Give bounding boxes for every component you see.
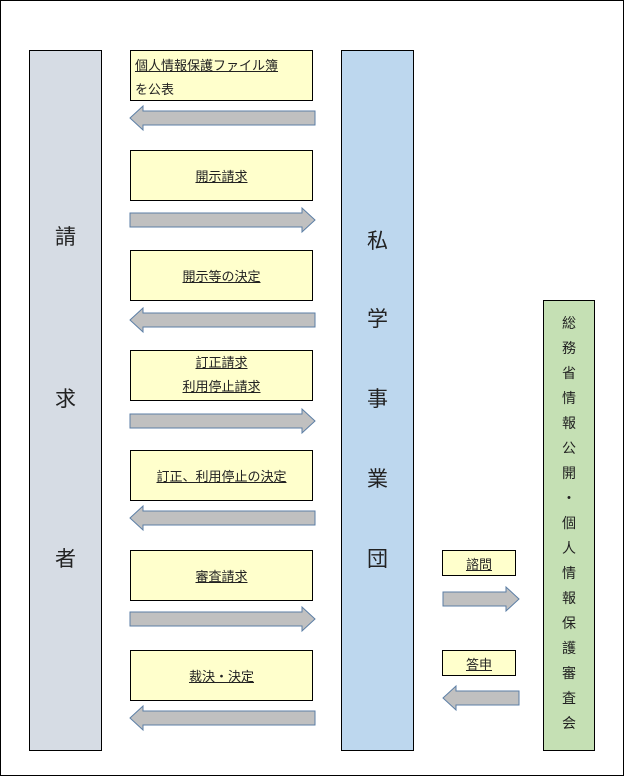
review-board-char: 会 — [562, 716, 576, 732]
arrow-left — [129, 704, 316, 732]
review-board-char: 個 — [562, 516, 576, 532]
review-board-char: 査 — [562, 691, 576, 707]
review-board-char: 審 — [562, 666, 576, 682]
review-board-char: ・ — [562, 491, 576, 507]
review-board-char: 報 — [562, 416, 576, 432]
review-board-char: 情 — [562, 566, 576, 582]
step-label: 裁決・決定 — [188, 670, 254, 685]
step-label: 個人情報保護ファイル簿 — [135, 59, 279, 74]
requester-char: 求 — [55, 387, 76, 411]
arrow-right — [129, 206, 316, 234]
review-board-char: 務 — [562, 341, 576, 357]
step-label: 利用停止請求 — [182, 379, 261, 395]
step-box-ruling: 裁決・決定 — [130, 650, 313, 701]
review-board-char: 護 — [562, 641, 576, 657]
step-box-correction-request: 訂正請求 利用停止請求 — [130, 350, 313, 401]
arrow-right — [442, 585, 520, 613]
step-label: 審査請求 — [195, 570, 248, 585]
arrow-left — [129, 306, 316, 334]
step-box-review-request: 審査請求 — [130, 550, 313, 601]
review-board-char: 省 — [562, 366, 576, 382]
board-step-label: 諮問 — [465, 557, 492, 573]
step-label: 開示等の決定 — [182, 270, 261, 285]
step-box-correction-decision: 訂正、利用停止の決定 — [130, 450, 313, 501]
review-board-char: 報 — [562, 591, 576, 607]
step-label: を公表 — [135, 83, 175, 98]
requester-column: 請 求 者 — [29, 50, 102, 751]
arrow-left — [442, 684, 520, 712]
board-step-label: 答申 — [465, 657, 492, 673]
step-label: 訂正、利用停止の決定 — [156, 470, 287, 485]
step-box-publish-file: 個人情報保護ファイル簿 を公表 — [130, 50, 313, 101]
arrow-left — [129, 504, 316, 532]
step-label: 訂正請求 — [195, 355, 248, 371]
organization-char: 団 — [367, 547, 388, 571]
review-board-char: 情 — [562, 391, 576, 407]
organization-column: 私 学 事 業 団 — [341, 50, 414, 751]
review-board-char: 人 — [562, 541, 576, 557]
requester-char: 者 — [55, 547, 76, 571]
arrow-right — [129, 407, 316, 435]
review-board-char: 総 — [562, 316, 576, 332]
arrow-right — [129, 605, 316, 633]
review-board-char: 公 — [562, 441, 576, 457]
step-box-disclosure-request: 開示請求 — [130, 150, 313, 201]
organization-char: 事 — [367, 387, 388, 411]
review-board-char: 開 — [562, 466, 576, 482]
step-box-disclosure-decision: 開示等の決定 — [130, 250, 313, 301]
step-box-consultation: 諮問 — [442, 550, 516, 576]
arrow-left — [129, 104, 316, 132]
organization-char: 業 — [367, 467, 388, 491]
step-box-report: 答申 — [442, 650, 516, 676]
review-board-column: 総務省情報公開・個人情報保護審査会 — [543, 300, 595, 751]
organization-char: 学 — [367, 307, 388, 331]
requester-char: 請 — [55, 225, 76, 249]
organization-char: 私 — [367, 229, 388, 253]
review-board-char: 保 — [562, 616, 576, 632]
step-label: 開示請求 — [195, 170, 248, 185]
